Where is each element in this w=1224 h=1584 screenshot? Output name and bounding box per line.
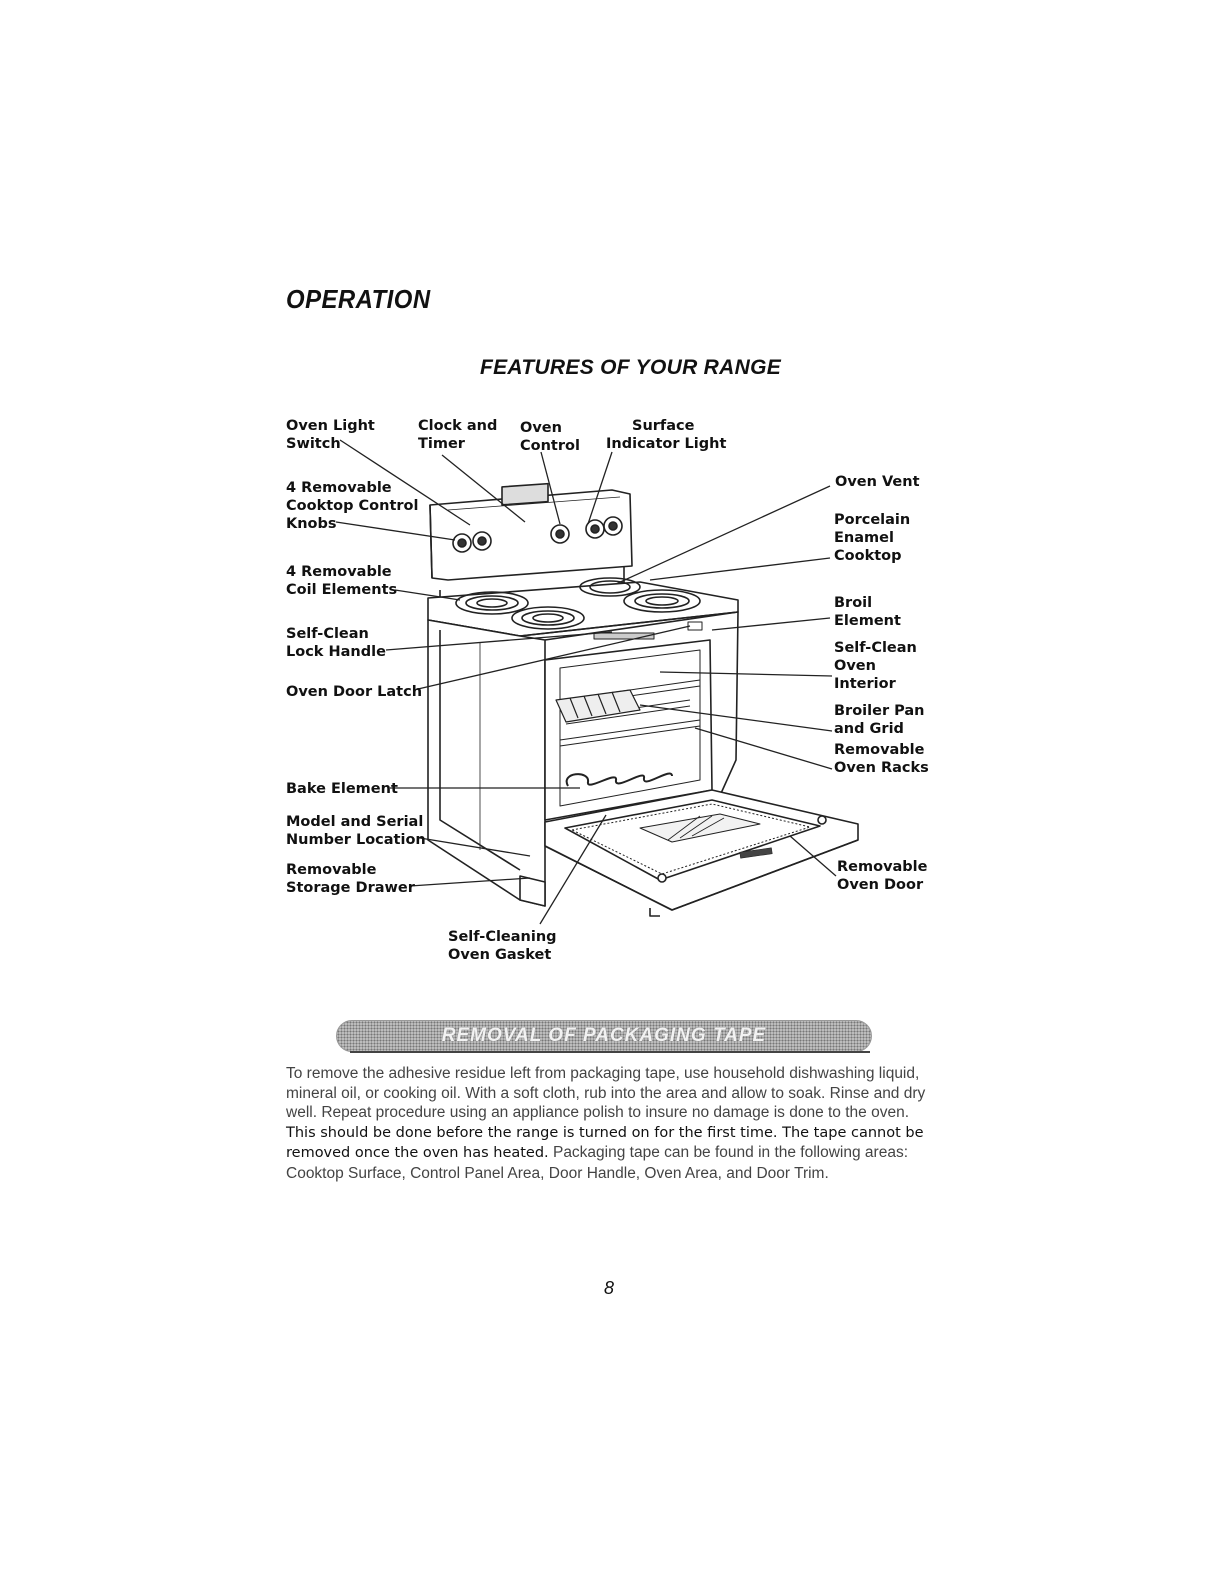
packaging-banner-title: REMOVAL OF PACKAGING TAPE [441,1025,767,1046]
storage-drawer [519,875,546,907]
bake-element-shape [565,772,673,787]
broiler-pan [555,689,641,723]
label-oven-door-latch: Oven Door Latch [286,684,423,700]
clock-display [501,482,549,506]
leader-lines [335,439,837,925]
features-title: FEATURES OF YOUR RANGE [480,356,782,379]
control-knobs [452,516,623,553]
section-title: OPERATION [286,284,431,314]
coil-burners [455,577,701,630]
banner-rule [350,1051,870,1053]
label-bake-element: Bake Element [286,781,398,797]
page-number: 8 [604,1278,615,1298]
label-oven-vent: Oven Vent [835,474,920,490]
packaging-banner: REMOVAL OF PACKAGING TAPE [336,1020,872,1052]
range-body [427,619,546,907]
range-illustration [427,482,859,917]
packaging-instructions: To remove the adhesive residue left from… [286,1065,926,1182]
